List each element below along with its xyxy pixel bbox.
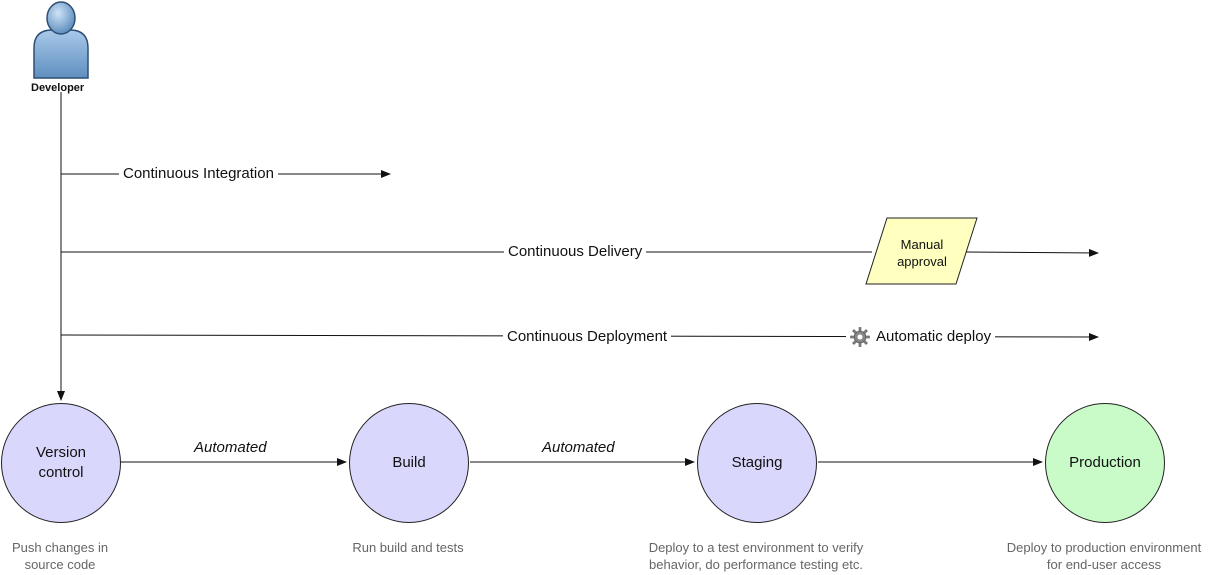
- stage-production: Production: [1045, 403, 1165, 523]
- desc-line: Push changes in: [11, 540, 109, 555]
- automated-label-2: Automated: [542, 439, 615, 456]
- continuous-delivery-label: Continuous Delivery: [504, 242, 647, 262]
- desc-line: for end-user access: [1046, 557, 1162, 572]
- stage-staging-label: Staging: [731, 454, 783, 471]
- stage-build: Build: [349, 403, 469, 523]
- manual-approval-line1: Manual: [900, 237, 944, 252]
- manual-approval-shape: [865, 217, 978, 285]
- automated-label-1: Automated: [194, 439, 267, 456]
- gear-icon: [850, 327, 870, 347]
- continuous-deployment-label: Continuous Deployment: [503, 327, 672, 347]
- stage-version-control-line1: Version: [35, 444, 87, 461]
- desc-line: Run build and tests: [352, 540, 464, 555]
- desc-line: Deploy to a test environment to verify: [648, 540, 864, 555]
- stage-version-control-line2: control: [38, 464, 84, 481]
- stage-production-desc: Deploy to production environment for end…: [984, 539, 1224, 573]
- developer-label: Developer: [31, 82, 85, 94]
- manual-approval-label: Manual approval: [880, 236, 964, 270]
- automatic-deploy-text: Automatic deploy: [876, 328, 992, 345]
- desc-line: behavior, do performance testing etc.: [649, 557, 863, 572]
- stage-build-desc: Run build and tests: [318, 539, 498, 556]
- manual-approval-line2: approval: [897, 254, 947, 269]
- stage-version-control-desc: Push changes in source code: [0, 539, 120, 573]
- stage-production-label: Production: [1069, 454, 1141, 471]
- desc-line: source code: [24, 557, 96, 572]
- desc-line: Deploy to production environment: [1006, 540, 1202, 555]
- continuous-integration-label: Continuous Integration: [119, 164, 278, 184]
- person-icon: [33, 1, 89, 79]
- stage-version-control: Version control: [1, 403, 121, 523]
- stage-build-label: Build: [392, 454, 426, 471]
- stage-staging: Staging: [697, 403, 817, 523]
- delivery-arrow: [964, 248, 1099, 257]
- stage-staging-desc: Deploy to a test environment to verify b…: [626, 539, 886, 573]
- automatic-deploy-label: Automatic deploy: [846, 327, 996, 347]
